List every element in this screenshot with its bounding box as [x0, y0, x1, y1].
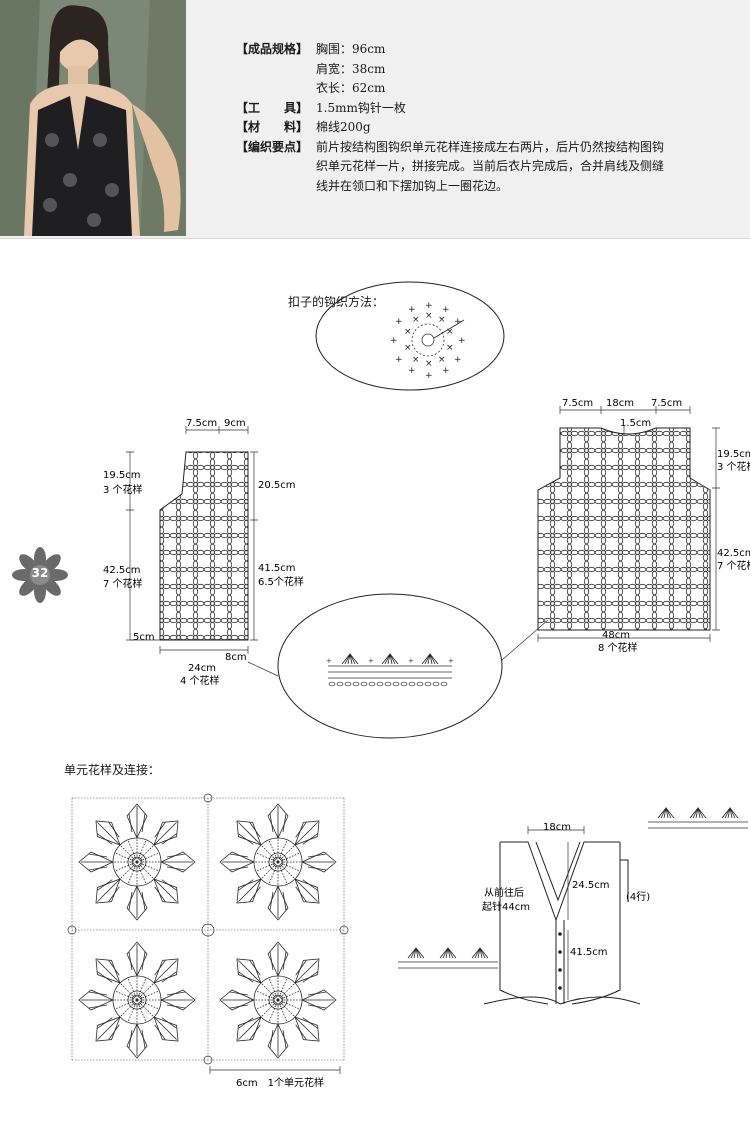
button-method-title: 扣子的钩织方法：	[288, 294, 384, 309]
back-top-width-1: 7.5cm	[562, 398, 593, 409]
svg-text:×: ×	[425, 359, 433, 369]
spec-notes-label: 【编织要点】	[236, 139, 309, 154]
spec-tool-row: 【工 具】 1.5mm钩针一枚	[236, 99, 736, 119]
svg-text:×: ×	[446, 343, 454, 353]
back-neck-depth: 1.5cm	[620, 418, 651, 429]
svg-text:+: +	[408, 366, 416, 376]
assembly-neck-width: 18cm	[543, 822, 571, 833]
spec-tool-label: 【工 具】	[236, 100, 309, 115]
svg-text:+: +	[408, 305, 416, 315]
spec-size-label: 【成品规格】	[236, 42, 309, 56]
front-left-upper: 19.5cm	[103, 470, 141, 481]
spec-notes-line: 前片按结构图钩织单元花样连接成左右两片，后片仍然按结构图钩	[316, 139, 665, 154]
front-bottom-offset: 5cm	[133, 632, 155, 643]
edging-sample-right	[648, 807, 748, 829]
svg-text:×: ×	[446, 327, 454, 337]
model-photo	[0, 0, 186, 236]
front-right-lower-count: 6.5个花样	[258, 575, 304, 588]
flower-icon	[12, 547, 68, 603]
spec-material-label: 【材 料】	[236, 120, 309, 134]
svg-text:×: ×	[425, 311, 433, 321]
edging-detail-ellipse	[277, 593, 503, 739]
svg-text:+: +	[454, 317, 462, 327]
assembly-rows: (4行)	[626, 890, 650, 903]
svg-text:+: +	[326, 657, 332, 665]
front-top-width-1: 7.5cm	[186, 418, 217, 429]
model-photo-illustration	[0, 0, 186, 236]
motif-join-chart: 6cm 1个单元花样	[67, 793, 349, 1089]
front-top-width-2: 9cm	[224, 418, 246, 429]
back-side-lower-count: 7 个花样	[717, 559, 750, 572]
spec-notes-row: 【编织要点】 前片按结构图钩织单元花样连接成左右两片，后片仍然按结构图钩 织单元…	[236, 138, 736, 197]
back-top-width-3: 7.5cm	[651, 398, 682, 409]
edging-sample-left	[398, 947, 498, 969]
assembly-start-line-1: 从前往后	[484, 886, 524, 899]
svg-text:+: +	[395, 355, 403, 365]
button-chart: +++ +++ +++ +++ ××× ××× ××× ×	[390, 301, 466, 381]
edging-chart: + + + +	[326, 653, 454, 687]
svg-text:×: ×	[404, 343, 412, 353]
spec-size-row: 【成品规格】 胸围：96cm	[236, 40, 736, 60]
svg-text:×: ×	[438, 315, 446, 325]
svg-text:+: +	[442, 366, 450, 376]
spec-notes: 前片按结构图钩织单元花样连接成左右两片，后片仍然按结构图钩 织单元花样一片，拼接…	[316, 138, 736, 197]
assembly-front-length: 41.5cm	[570, 947, 608, 958]
front-bottom-right: 8cm	[225, 652, 247, 663]
back-piece-diagram: 7.5cm 18cm 7.5cm 1.5cm 19.5cm 3 个花样 42.5…	[537, 398, 750, 654]
svg-text:×: ×	[412, 355, 420, 365]
motif-caption: 6cm 1个单元花样	[236, 1076, 324, 1089]
svg-text:+: +	[442, 305, 450, 315]
svg-text:+: +	[448, 657, 454, 665]
spec-tool: 1.5mm钩针一枚	[316, 100, 406, 115]
front-right-lower: 41.5cm	[258, 563, 296, 574]
page-number: 32	[31, 566, 49, 580]
assembly-diagram: 18cm 24.5cm (4行) 从前往后 起针44cm 41.5cm	[398, 807, 748, 1005]
svg-text:+: +	[408, 657, 414, 665]
front-left-upper-count: 3 个花样	[103, 483, 143, 496]
assembly-start-line-2: 起针44cm	[482, 900, 530, 913]
svg-text:+: +	[454, 355, 462, 365]
back-bottom-width: 48cm	[602, 630, 630, 641]
svg-text:+: +	[458, 336, 466, 346]
motif-title: 单元花样及连接：	[64, 762, 160, 777]
spec-bust: 胸围：96cm	[316, 42, 386, 56]
front-left-lower: 42.5cm	[103, 565, 141, 576]
svg-text:+: +	[425, 371, 433, 381]
back-side-lower: 42.5cm	[717, 548, 750, 559]
spec-length: 衣长：62cm	[316, 81, 386, 95]
front-bottom-count: 4 个花样	[180, 674, 220, 687]
front-piece-diagram: 7.5cm 9cm 19.5cm 3 个花样 42.5cm 7 个花样 20.5…	[103, 418, 304, 687]
svg-text:+: +	[368, 657, 374, 665]
spec-notes-line: 线并在领口和下摆加钩上一圈花边。	[316, 178, 509, 193]
spec-material-row: 【材 料】 棉线200g	[236, 118, 736, 138]
svg-text:+: +	[395, 317, 403, 327]
spec-material: 棉线200g	[316, 120, 371, 134]
front-left-lower-count: 7 个花样	[103, 577, 143, 590]
back-side-upper: 19.5cm	[717, 449, 750, 460]
spec-shoulder: 肩宽：38cm	[316, 61, 386, 76]
svg-text:×: ×	[404, 327, 412, 337]
assembly-v-depth: 24.5cm	[572, 880, 610, 891]
page-number-badge: 32	[12, 547, 68, 603]
front-right-upper: 20.5cm	[258, 480, 296, 491]
back-bottom-count: 8 个花样	[598, 641, 638, 654]
back-side-upper-count: 3 个花样	[717, 460, 750, 473]
button-detail-ellipse	[315, 281, 505, 391]
spec-notes-line: 织单元花样一片，拼接完成。当前后衣片完成后，合并肩线及侧缝	[316, 159, 665, 173]
svg-text:+: +	[425, 301, 433, 311]
svg-text:×: ×	[412, 315, 420, 325]
svg-text:+: +	[390, 336, 398, 346]
front-bottom-width: 24cm	[188, 663, 216, 674]
specification-block: 【成品规格】 胸围：96cm 肩宽：38cm 衣长：62cm 【工 具】 1.5…	[236, 40, 736, 196]
svg-text:×: ×	[438, 355, 446, 365]
back-top-width-2: 18cm	[606, 398, 634, 409]
